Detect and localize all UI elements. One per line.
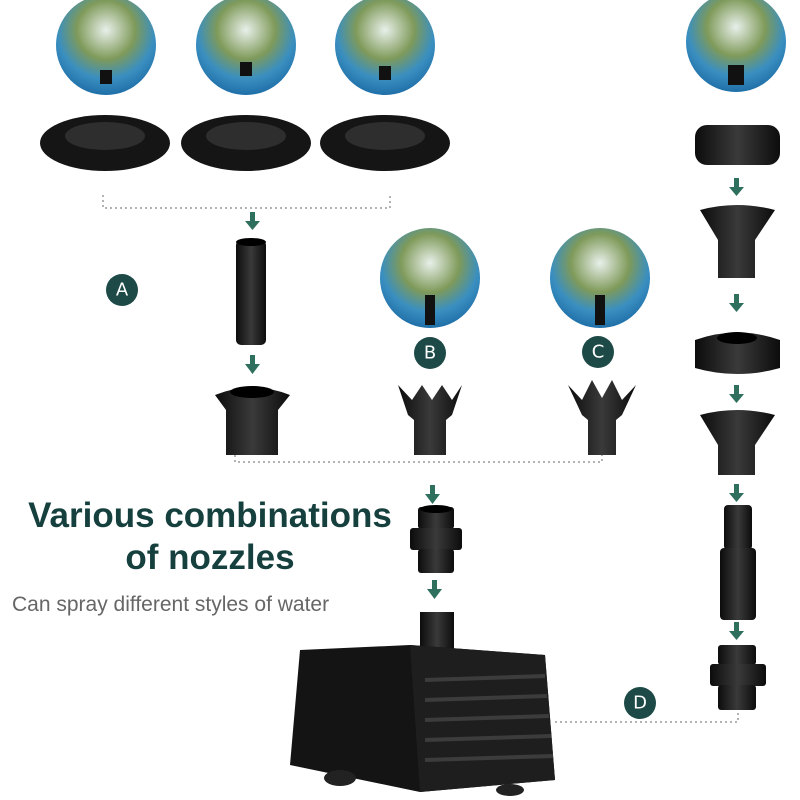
badge-b: B [414,337,446,369]
badge-c-label: C [592,342,605,363]
arrow-down-icon [425,485,440,504]
nozzle-b [398,385,462,455]
fountain-photo-b [380,228,480,328]
arrow-down-icon [245,212,260,230]
arrow-down-icon [427,580,442,599]
flower-nozzle-disc-3 [320,115,450,171]
headline-line-2: of nozzles [125,538,295,577]
nozzle-a [215,386,290,455]
arrow-down-icon [729,622,744,640]
badge-a: A [106,274,138,306]
badge-d-label: D [633,693,647,714]
extension-tube [236,238,266,345]
badge-b-label: B [424,343,436,364]
arrow-down-icon [729,294,744,312]
water-pump [290,612,555,796]
arrow-down-icon [729,385,744,403]
dotted-connectors [102,195,739,723]
connector-adapter [410,505,462,573]
fountain-photo-right [686,0,786,92]
headline-line-1: Various combinations [28,496,392,535]
right-tube [720,505,756,620]
badge-d: D [624,687,656,719]
subtitle: Can spray different styles of water [12,593,330,616]
fountain-photo-1 [56,0,156,95]
fountain-photo-3 [335,0,435,95]
arrow-down-icon [729,484,744,502]
arrows [245,178,744,640]
flower-nozzle-disc-1 [40,115,170,171]
funnel-2 [700,410,775,475]
flower-nozzle-disc-2 [181,115,311,171]
right-connector [710,645,766,710]
badge-a-label: A [116,280,129,301]
crown-nozzle [695,332,780,374]
nozzle-c [568,380,636,455]
badge-c: C [582,336,614,368]
arrow-down-icon [729,178,744,196]
right-nozzle-disc [695,125,780,165]
fountain-photo-2 [196,0,296,95]
funnel-1 [700,205,775,278]
fountain-photo-c [550,228,650,328]
arrow-down-icon [245,355,260,374]
